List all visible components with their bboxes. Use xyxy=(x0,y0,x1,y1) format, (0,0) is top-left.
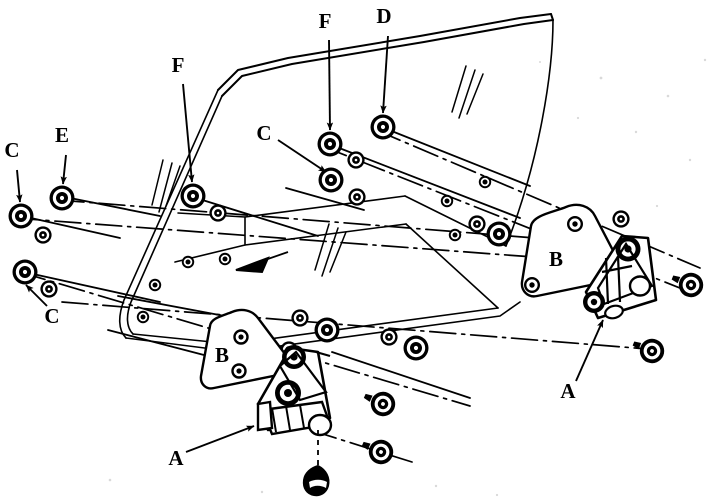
inline-washer-12 xyxy=(380,328,398,346)
callout-label-c-mid: C xyxy=(256,121,271,145)
leader-a-right xyxy=(575,319,604,382)
callout-label-c-upper-left: C xyxy=(4,138,19,162)
bushing-washer-c2b xyxy=(40,280,58,298)
inline-washer-7 xyxy=(448,228,462,242)
leader-a-left xyxy=(185,425,255,453)
scan-specks xyxy=(108,58,707,497)
mounting-plate-bracket-b-left xyxy=(199,308,292,390)
inline-washer-10 xyxy=(291,309,309,327)
bushing-washer-c1 xyxy=(8,203,34,229)
bushing-washer-c1b xyxy=(34,226,52,244)
leader-e xyxy=(60,154,67,185)
plug-grommet-part xyxy=(302,430,330,497)
guide-roller-f1 xyxy=(180,183,206,209)
mounting-plate-bracket-b-right xyxy=(520,203,622,298)
inline-washer-9 xyxy=(486,221,512,247)
callout-label-b-left: B xyxy=(215,343,229,367)
callout-labels: F F D C E C C B B A A xyxy=(4,4,576,470)
inline-washer-15 xyxy=(612,210,630,228)
callout-label-f-mid: F xyxy=(319,9,332,33)
bushing-washer-c3 xyxy=(318,167,344,193)
inline-washer-3 xyxy=(148,278,162,292)
window-regulator-roller-bracket-a-left xyxy=(256,345,333,437)
window-regulator-roller-bracket-a-right xyxy=(583,234,658,320)
bushing-washer-c3b xyxy=(348,188,366,206)
leader-c-mid xyxy=(277,139,327,173)
callout-label-c-lower-left: C xyxy=(44,304,59,328)
callout-label-a-right: A xyxy=(560,379,576,403)
assembly-direction-chevron xyxy=(235,251,289,274)
leader-f-mid xyxy=(326,39,334,131)
inline-washer-1 xyxy=(181,255,195,269)
leader-c-upper-left xyxy=(16,169,23,203)
callout-label-e: E xyxy=(55,123,69,147)
guide-roller-f1-washer xyxy=(209,204,227,222)
inline-washer-5 xyxy=(440,194,454,208)
inline-washer-4 xyxy=(136,310,150,324)
guide-roller-f2 xyxy=(317,131,343,157)
leader-c-lower-left xyxy=(25,284,48,307)
inline-washer-2 xyxy=(218,252,232,266)
spacer-washer-e xyxy=(49,185,75,211)
leader-f-left xyxy=(182,83,195,183)
inline-washer-11 xyxy=(314,317,340,343)
roller-stud-d xyxy=(370,114,396,140)
callout-label-d: D xyxy=(376,4,391,28)
callout-label-f-left: F xyxy=(172,53,185,77)
inline-washer-8 xyxy=(468,215,486,233)
callout-label-a-left: A xyxy=(168,446,184,470)
guide-roller-f2-washer xyxy=(347,151,365,169)
callout-label-b-right: B xyxy=(549,247,563,271)
glass-highlight-streaks xyxy=(151,65,484,277)
inline-washer-6 xyxy=(478,175,492,189)
callout-leader-lines xyxy=(16,35,604,453)
inline-washer-13 xyxy=(403,335,429,361)
leader-d xyxy=(380,35,389,114)
bushing-washer-c2 xyxy=(12,259,38,285)
